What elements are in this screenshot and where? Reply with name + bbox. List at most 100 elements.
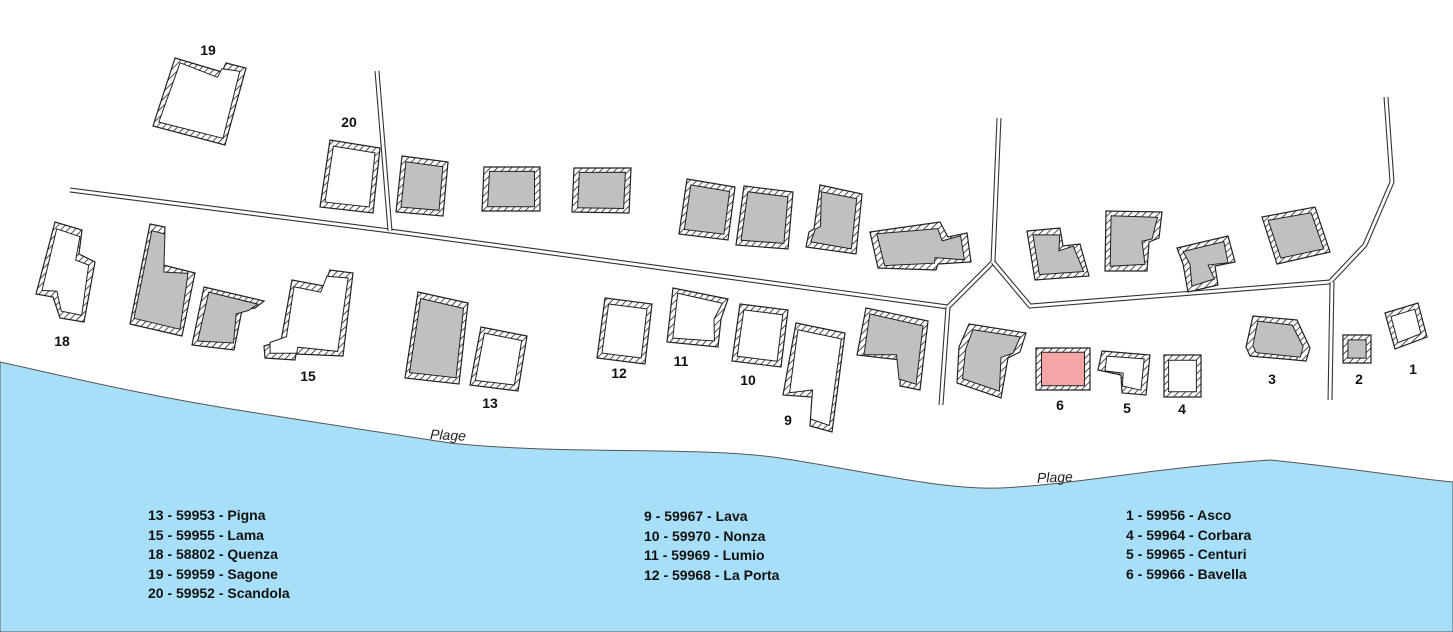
road-east [991, 96, 1395, 309]
building-number-label: 1 [1409, 361, 1417, 377]
building-number-label: 2 [1355, 371, 1363, 387]
building-footprint [810, 191, 858, 250]
building[interactable] [404, 291, 469, 385]
building[interactable] [481, 166, 541, 212]
building-footprint [683, 184, 731, 235]
building-18[interactable] [35, 221, 96, 323]
sea-area [0, 361, 1453, 632]
legend-entry: 5 - 59965 - Centuri [1126, 546, 1247, 562]
building-footprint [961, 329, 1021, 392]
building-footprint [1267, 212, 1325, 259]
building[interactable] [805, 184, 863, 255]
legend-entry: 20 - 59952 - Scandola [148, 585, 290, 601]
building-4[interactable] [1163, 354, 1202, 398]
legend-entry: 11 - 59969 - Lumio [644, 547, 765, 563]
building-footprint [158, 62, 241, 139]
building[interactable] [395, 155, 449, 217]
road-north-20 [374, 70, 393, 232]
building-12[interactable] [596, 297, 653, 365]
building-number-label: 12 [611, 365, 627, 381]
building-number-label: 5 [1123, 400, 1131, 416]
building-footprint [400, 161, 444, 211]
building-footprint [1347, 339, 1367, 359]
building-number-label: 11 [674, 353, 689, 369]
building-footprint [1104, 355, 1145, 391]
building[interactable] [856, 307, 929, 391]
legend-entry: 10 - 59970 - Nonza [644, 527, 766, 544]
building-number-label: 6 [1056, 397, 1064, 413]
building-footprint [1182, 240, 1229, 287]
legend-entry: 18 - 58802 - Quenza [148, 546, 278, 562]
building-footprint [133, 230, 189, 330]
building[interactable] [956, 323, 1027, 399]
legend-column-centre: 9 - 59967 - Lava 10 - 59970 - Nonza 11 -… [644, 507, 779, 585]
legend-entry: 13 - 59953 - Pigna [148, 507, 266, 523]
building-footprint [324, 145, 376, 208]
building-number-label: 19 [200, 42, 216, 58]
road-network [69, 70, 1395, 406]
building-footprint [474, 332, 523, 386]
legend-entry: 12 - 59968 - La Porta [644, 566, 780, 583]
building-footprint [1041, 351, 1085, 387]
building-11[interactable] [666, 287, 729, 348]
building-footprint [876, 228, 965, 267]
building-9[interactable] [782, 322, 846, 433]
legend-entry: 6 - 59966 - Bavella [1126, 565, 1247, 582]
legend-column-east: 1 - 59956 - Asco 4 - 59964 - Corbara 5 -… [1126, 506, 1251, 584]
building[interactable] [571, 167, 632, 214]
building-footprint [487, 170, 535, 208]
road-east-south [1327, 281, 1335, 401]
legend-entry: 4 - 59964 - Corbara [1126, 526, 1252, 543]
buildings-layer [35, 57, 1428, 433]
building-footprint [41, 228, 90, 316]
building[interactable] [1176, 235, 1236, 293]
building[interactable] [869, 221, 972, 271]
building-footprint [601, 303, 648, 359]
building-13[interactable] [469, 326, 528, 392]
building-6[interactable] [1035, 347, 1091, 391]
building-footprint [1390, 308, 1422, 344]
building-20[interactable] [319, 139, 381, 214]
legend-column-west: 13 - 59953 - Pigna 15 - 59955 - Lama 18 … [148, 506, 290, 604]
building-number-label: 20 [341, 114, 357, 130]
building-number-label: 3 [1268, 371, 1276, 387]
building[interactable] [1104, 210, 1163, 272]
building-19[interactable] [152, 57, 247, 146]
building-footprint [672, 292, 724, 342]
building-2[interactable] [1342, 334, 1372, 364]
building-footprint [269, 275, 349, 354]
building-footprint [408, 297, 465, 379]
building-footprint [736, 309, 784, 362]
building-1[interactable] [1384, 302, 1428, 350]
legend-entry: 1 - 59956 - Asco [1126, 507, 1232, 523]
building-number-label: 9 [784, 412, 792, 428]
building-footprint [863, 313, 924, 385]
building-footprint [577, 171, 626, 210]
building[interactable] [1261, 206, 1331, 265]
building[interactable] [678, 178, 736, 241]
building-footprint [789, 329, 842, 427]
beach-label: Plage [430, 426, 467, 444]
building[interactable] [1026, 227, 1090, 281]
building-number-label: 13 [482, 395, 498, 411]
building-10[interactable] [731, 303, 789, 368]
road-junction [946, 117, 1002, 309]
building-number-label: 15 [300, 368, 316, 384]
building-15[interactable] [263, 269, 354, 361]
building-number-label: 4 [1178, 401, 1186, 417]
building-footprint [197, 291, 259, 344]
building[interactable] [129, 223, 196, 337]
building[interactable] [735, 185, 794, 250]
legend-entry: 19 - 59959 - Sagone [148, 565, 278, 582]
building-5[interactable] [1097, 350, 1151, 396]
building-footprint [1032, 234, 1085, 276]
beach-label: Plage [1037, 468, 1074, 485]
building-footprint [1109, 215, 1159, 267]
building-3[interactable] [1245, 315, 1311, 362]
building[interactable] [191, 286, 266, 351]
road-south-stub [938, 306, 951, 406]
building-footprint [1168, 359, 1197, 393]
legend-entry: 9 - 59967 - Lava [644, 508, 748, 524]
